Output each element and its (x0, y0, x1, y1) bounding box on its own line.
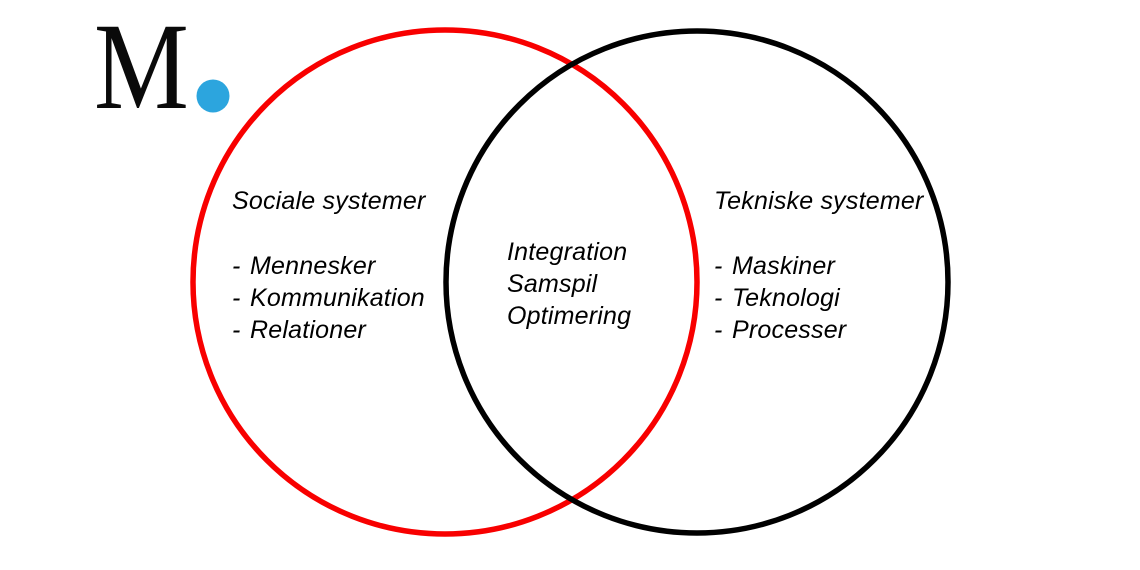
left-circle-text: Sociale systemer -Mennesker -Kommunikati… (232, 185, 426, 346)
overlap-text: Integration Samspil Optimering (507, 236, 631, 332)
spacer (714, 217, 924, 250)
list-item: -Teknologi (714, 282, 924, 314)
bullet-dash: - (714, 284, 723, 312)
overlap-line: Integration (507, 238, 628, 266)
right-circle-text: Tekniske systemer -Maskiner -Teknologi -… (714, 185, 924, 346)
bullet-dash: - (714, 316, 723, 344)
left-circle-title: Sociale systemer (232, 187, 426, 215)
overlap-line: Samspil (507, 270, 598, 298)
list-item-label: Mennesker (250, 252, 376, 280)
bullet-dash: - (714, 252, 723, 280)
technical-systems-circle (443, 28, 951, 536)
overlap-line: Optimering (507, 302, 632, 330)
list-item: -Relationer (232, 314, 426, 346)
list-item: -Mennesker (232, 250, 426, 282)
logo-dot-icon (196, 79, 230, 113)
list-item: -Kommunikation (232, 282, 426, 314)
list-item: -Processer (714, 314, 924, 346)
spacer (232, 217, 426, 250)
list-item-label: Kommunikation (250, 284, 425, 312)
right-circle-title: Tekniske systemer (714, 187, 924, 215)
list-item-label: Teknologi (732, 284, 840, 312)
bullet-dash: - (232, 284, 241, 312)
list-item: -Maskiner (714, 250, 924, 282)
bullet-dash: - (232, 252, 241, 280)
list-item-label: Processer (732, 316, 847, 344)
logo-letter: M (94, 0, 189, 135)
bullet-dash: - (232, 316, 241, 344)
list-item-label: Relationer (250, 316, 366, 344)
list-item-label: Maskiner (732, 252, 836, 280)
social-systems-circle (190, 27, 700, 537)
